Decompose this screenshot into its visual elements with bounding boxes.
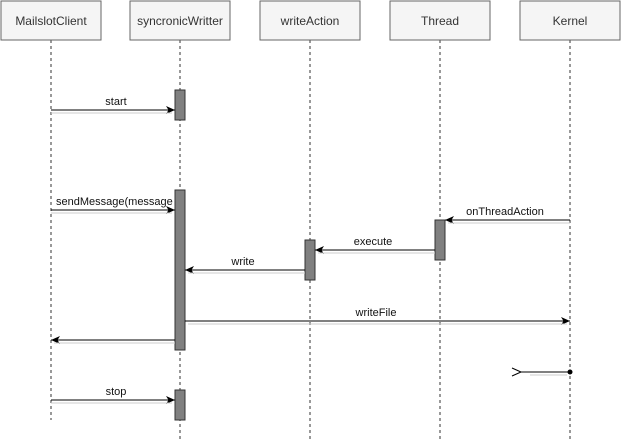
- message-label: onThreadAction: [466, 206, 544, 218]
- participant-label: Thread: [421, 14, 459, 28]
- participant-mailslotclient[interactable]: MailslotClient: [0, 0, 102, 41]
- activation-syncronicwritter-sendmessage: [174, 189, 186, 351]
- message-writefile[interactable]: writeFile: [185, 307, 570, 325]
- message-kernel-async[interactable]: [521, 370, 573, 376]
- message-start[interactable]: start: [51, 96, 175, 114]
- message-label: stop: [106, 386, 127, 398]
- participant-syncronicwritter[interactable]: syncronicWritter: [129, 0, 231, 41]
- message-return[interactable]: [51, 336, 175, 344]
- participant-label: writeAction: [280, 14, 340, 28]
- activation-thread: [434, 219, 446, 261]
- activation-writeaction: [304, 239, 316, 281]
- participant-thread[interactable]: Thread: [389, 0, 491, 41]
- activation-syncronicwritter-stop: [174, 389, 186, 421]
- message-stop[interactable]: stop: [51, 386, 175, 404]
- participant-label: Kernel: [553, 14, 588, 28]
- participant-label: MailslotClient: [15, 14, 87, 28]
- participant-writeaction[interactable]: writeAction: [259, 0, 361, 41]
- participant-label: syncronicWritter: [137, 14, 223, 28]
- message-label: writeFile: [355, 307, 397, 319]
- message-write[interactable]: write: [185, 256, 305, 274]
- message-execute[interactable]: execute: [315, 236, 435, 254]
- message-label: write: [230, 256, 254, 268]
- participant-kernel[interactable]: Kernel: [519, 0, 621, 41]
- activation-syncronicwritter-start: [174, 89, 186, 121]
- message-label: execute: [354, 236, 393, 248]
- message-label: start: [105, 96, 126, 108]
- message-onthreadaction[interactable]: onThreadAction: [445, 206, 570, 224]
- message-label: sendMessage(message: [56, 196, 173, 208]
- message-sendmessage[interactable]: sendMessage(message: [51, 196, 175, 214]
